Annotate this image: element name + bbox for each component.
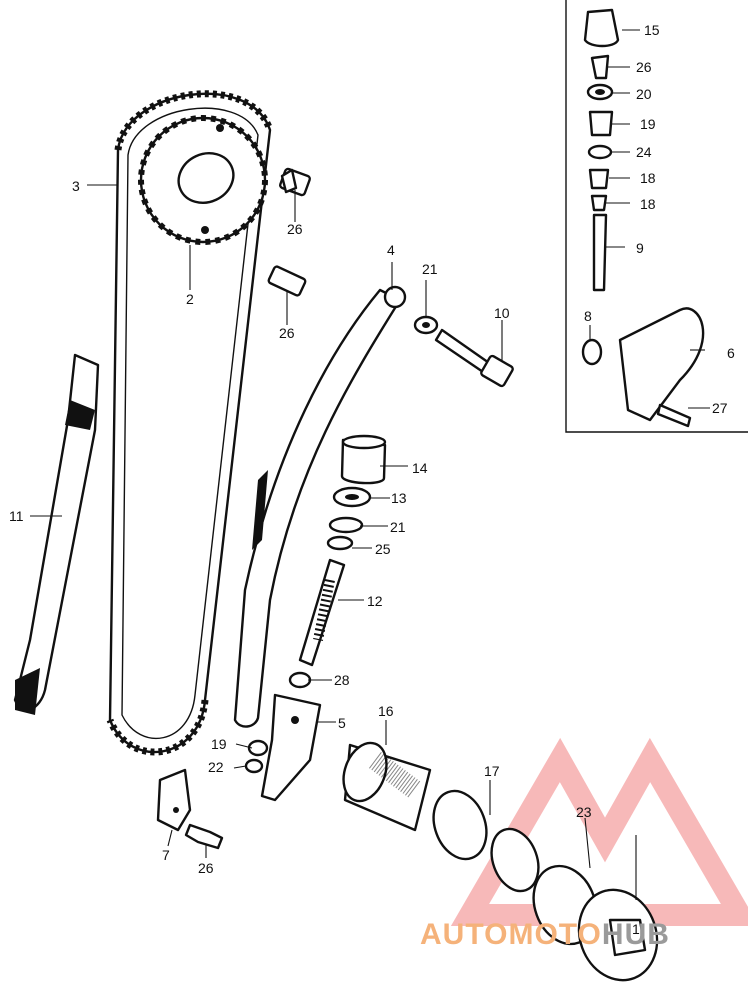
label-part-11: 11 [9,508,24,524]
arm-6 [618,307,705,422]
leader-lines [30,29,710,900]
tensioner-arm [233,285,407,728]
bolt-26-inset [590,54,610,80]
collar-13 [332,486,372,508]
cap-14 [340,434,387,485]
label-part-12: 12 [367,593,383,609]
watermark-text: AUTOMOTOHUB [420,918,670,952]
label-part-21b: 21 [390,519,406,535]
sprocket-bolt-upper [279,167,311,197]
filter-16 [342,741,432,832]
cap-15 [583,8,620,48]
label-part-15: 15 [644,22,660,38]
label-part-3: 3 [72,178,80,194]
washer-20 [586,83,614,101]
label-part-10: 10 [494,305,510,321]
label-part-1: 1 [632,921,640,937]
cap-1 [577,888,659,982]
tensioner-slider-5 [260,693,322,802]
bolt-27 [656,403,692,428]
guide-bolt [184,823,224,850]
shaft-9 [592,213,608,292]
spring-8 [581,338,603,366]
push-rod-12 [298,558,346,667]
label-part-17: 17 [484,763,500,779]
label-part-19a: 19 [640,116,656,132]
label-part-5: 5 [338,715,346,731]
label-part-2: 2 [186,291,194,307]
o-ring-25 [326,535,354,551]
lower-guide-7 [156,768,192,832]
label-part-6: 6 [727,345,735,361]
label-part-18a: 18 [640,170,656,186]
o-ring-24 [587,144,613,160]
washer-21 [413,315,439,335]
pivot-bolt-10 [434,328,514,388]
watermark-suffix: HUB [601,918,670,951]
watermark-logo [450,737,748,926]
label-part-20: 20 [636,86,652,102]
label-part-9: 9 [636,240,644,256]
label-part-4: 4 [387,242,395,258]
spring-17 [432,789,540,893]
label-part-28: 28 [334,672,350,688]
label-part-27: 27 [712,400,728,416]
collar-19 [588,110,614,137]
cam-chain [106,90,274,756]
sprocket-bolt-lower [267,265,307,297]
seal-18b [590,194,608,212]
label-part-22: 22 [208,759,224,775]
label-part-26d: 26 [636,59,652,75]
o-ring-28 [288,671,312,689]
label-part-8: 8 [584,308,592,324]
chain-guide-11 [13,353,100,715]
label-part-24: 24 [636,144,652,160]
label-part-21a: 21 [422,261,438,277]
label-part-26b: 26 [279,325,295,341]
label-part-26c: 26 [198,860,214,876]
label-part-16: 16 [378,703,394,719]
label-part-18b: 18 [640,196,656,212]
label-part-13: 13 [391,490,407,506]
label-part-26a: 26 [287,221,303,237]
label-part-19b: 19 [211,736,227,752]
washer-21b [328,516,364,534]
cam-sprocket [138,115,268,245]
o-ring-22 [244,758,264,774]
label-part-7: 7 [162,847,170,863]
o-ring-19b [247,739,269,757]
inset-frame [565,0,748,433]
label-part-14: 14 [412,460,428,476]
label-part-23: 23 [576,804,592,820]
watermark-brand: AUTOMOTO [420,918,602,951]
label-part-25: 25 [375,541,391,557]
seal-18a [588,168,610,190]
